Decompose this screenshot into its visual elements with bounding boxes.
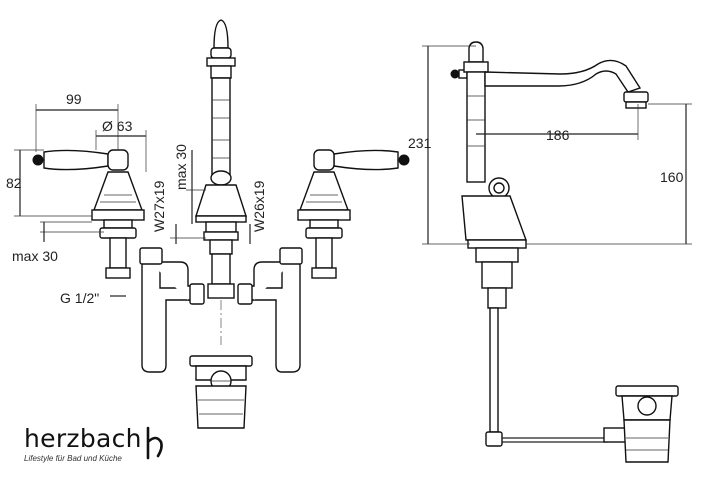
connecting-pipes (139, 247, 303, 373)
dim-reach: 186 (546, 127, 570, 143)
dim-height-handle: 82 (6, 175, 22, 191)
dim-diameter: Ø 63 (102, 118, 133, 134)
dim-width: 99 (66, 91, 82, 107)
left-handle (32, 149, 145, 279)
front-dimension-lines (14, 104, 251, 297)
dim-thread-w26: W26x19 (251, 180, 267, 232)
dim-max-vertical: max 30 (173, 144, 189, 190)
dim-thread-g: G 1/2" (60, 290, 99, 306)
dim-thread-w27: W27x19 (151, 180, 167, 232)
dim-max-left: max 30 (12, 248, 58, 264)
front-view: 99 Ø 63 82 max 30 G 1/2" max 30 W27x19 W… (6, 19, 410, 429)
right-handle (297, 149, 410, 279)
h-monogram-icon (146, 426, 163, 460)
dim-total-height: 231 (408, 135, 432, 151)
waste-drain (189, 355, 253, 429)
brand-name: herzbach (24, 424, 142, 453)
brand-logo: herzbach Lifestyle für Bad und Küche (24, 424, 142, 463)
brand-tagline: Lifestyle für Bad und Küche (24, 454, 122, 463)
side-view (422, 41, 692, 463)
central-spout (195, 19, 247, 299)
dim-spout-height: 160 (660, 169, 684, 185)
